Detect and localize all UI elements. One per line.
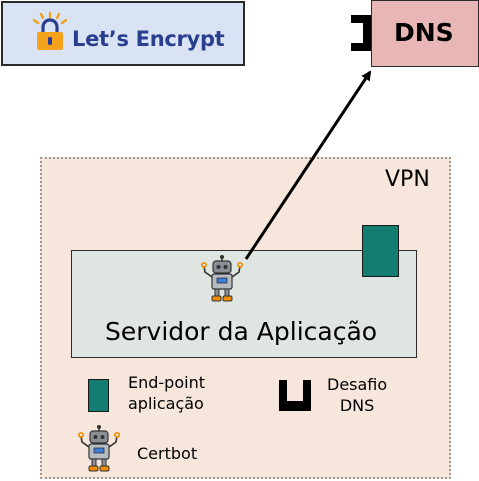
robot-icon [200, 255, 243, 302]
legend-endpoint-swatch [88, 379, 109, 412]
legend-endpoint-label: End-point aplicação [128, 372, 205, 414]
legend-endpoint-line1: End-point [128, 373, 205, 392]
lock-icon [32, 11, 68, 50]
legend-dns-challenge-line1: Desafio [327, 375, 388, 394]
dns-challenge-icon [351, 15, 371, 51]
legend-robot-icon [77, 425, 120, 472]
legend-certbot-label: Certbot [137, 444, 198, 463]
legend-dns-challenge-line2: DNS [339, 396, 375, 415]
application-endpoint [362, 225, 399, 277]
vpn-label: VPN [385, 167, 430, 192]
legend-dns-challenge-icon [279, 380, 311, 411]
application-server-label: Servidor da Aplicação [105, 317, 378, 346]
lets-encrypt-label: Let’s Encrypt [72, 27, 225, 51]
legend-dns-challenge-label: Desafio DNS [327, 374, 387, 416]
dns-label: DNS [394, 18, 454, 47]
application-server-box [71, 250, 417, 358]
legend-endpoint-line2: aplicação [128, 394, 204, 413]
